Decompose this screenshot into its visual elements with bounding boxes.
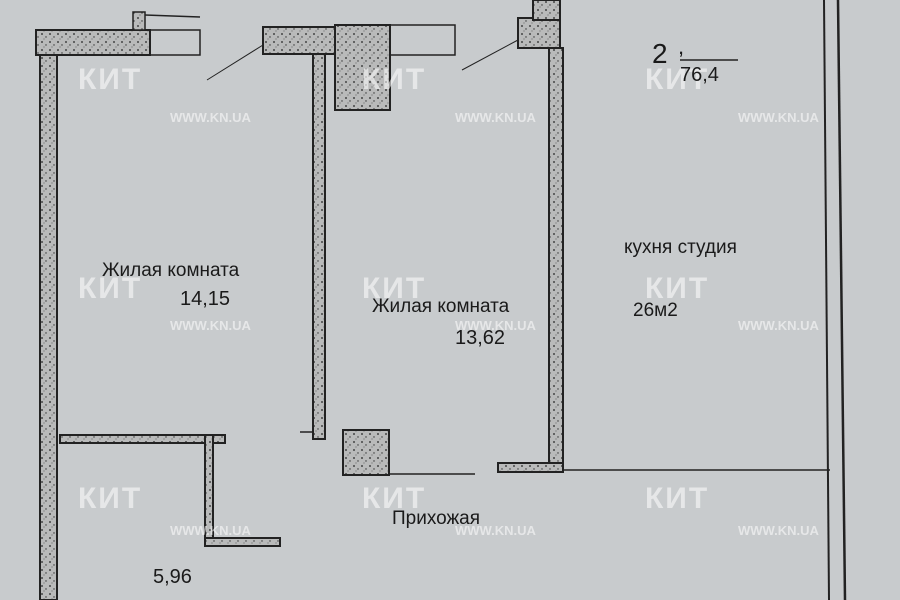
- outer-wall-outer: [836, 0, 847, 600]
- window-middle: [389, 24, 456, 56]
- outer-wall-inner: [823, 0, 830, 600]
- watermark-url: WWW.KN.UA: [455, 318, 536, 333]
- window-left: [149, 29, 201, 56]
- middle-wall: [312, 53, 326, 440]
- middle-column: [334, 24, 391, 111]
- room-1-area: 14,15: [180, 288, 231, 310]
- middle-bottom-block: [342, 429, 390, 476]
- watermark-logo: КИТ: [362, 482, 427, 515]
- watermark-logo: КИТ: [645, 272, 710, 305]
- comma: ,: [678, 34, 685, 59]
- watermark-url: WWW.KN.UA: [738, 523, 819, 538]
- top-middle-wall: [262, 26, 336, 55]
- top-left-wall: [35, 29, 151, 56]
- apartment-area: 76,4: [680, 64, 719, 86]
- watermark-url: WWW.KN.UA: [455, 110, 536, 125]
- bathroom-top-wall: [59, 434, 226, 444]
- right-wall: [548, 47, 564, 471]
- watermark-logo: КИТ: [78, 63, 143, 96]
- right-wall-foot: [497, 462, 564, 473]
- hallway-name: Прихожая: [392, 508, 481, 529]
- bathroom-bottom-wall: [204, 537, 281, 547]
- watermark-url: WWW.KN.UA: [170, 523, 251, 538]
- room-2-area: 13,62: [455, 327, 506, 349]
- kitchen-name: кухня студия: [624, 237, 737, 258]
- kitchen-area: 26м2: [633, 300, 678, 321]
- room-2-name: Жилая комната: [372, 296, 510, 317]
- watermark-logo: КИТ: [78, 482, 143, 515]
- watermark-logo: КИТ: [78, 272, 143, 305]
- watermark-url: WWW.KN.UA: [738, 110, 819, 125]
- watermark-url: WWW.KN.UA: [455, 523, 536, 538]
- watermark-url: WWW.KN.UA: [170, 318, 251, 333]
- watermark-url: WWW.KN.UA: [738, 318, 819, 333]
- watermark-url: WWW.KN.UA: [170, 110, 251, 125]
- watermark-logo: КИТ: [645, 63, 710, 96]
- left-wall: [39, 54, 58, 600]
- top-right-column: [532, 0, 561, 21]
- apartment-rooms: 2: [652, 38, 668, 69]
- room-1-name: Жилая комната: [102, 260, 240, 281]
- top-right-block: [517, 17, 561, 49]
- watermark-logo: КИТ: [362, 272, 427, 305]
- watermark-logo: КИТ: [645, 482, 710, 515]
- bathroom-area: 5,96: [153, 566, 192, 588]
- watermark-logo: КИТ: [362, 63, 427, 96]
